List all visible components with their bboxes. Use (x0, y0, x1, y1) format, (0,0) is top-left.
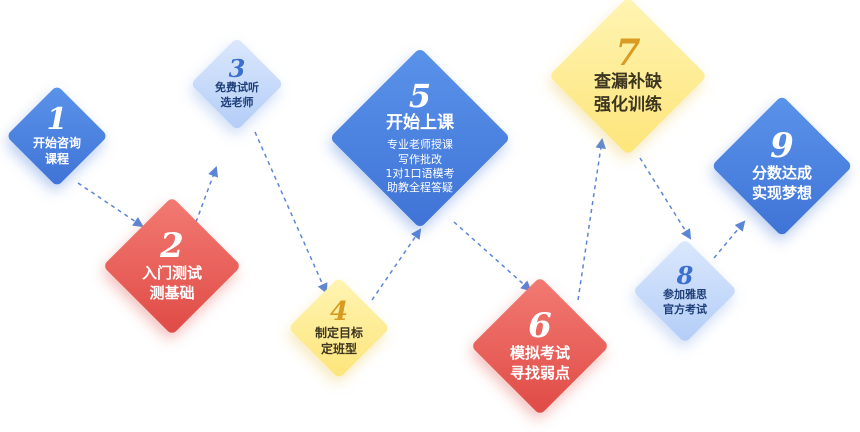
step-4-content: 4 制定目标 定班型 (315, 299, 363, 357)
step-2-content: 2 入门测试 测基础 (142, 229, 202, 304)
step-8-official-exam: 8 参加雅思 官方考试 (629, 235, 741, 347)
step-7-number: 7 (615, 32, 641, 75)
step-5-detail-line-1: 专业老师授课 (387, 138, 453, 152)
step-7-content: 7 查漏补缺 强化训练 (594, 35, 662, 117)
step-9-label-line-1: 分数达成 (751, 163, 812, 182)
step-4-label-line-2: 定班型 (320, 342, 357, 356)
step-8-label-line-1: 参加雅思 (663, 288, 707, 302)
step-7-label-line-1: 查漏补缺 (594, 72, 662, 93)
step-5-number: 5 (408, 77, 432, 116)
step-5-start-class: 5 开始上课 专业老师授课 写作批改 1对1口语模考 助教全程答疑 (325, 43, 515, 233)
step-2-label-line-1: 入门测试 (141, 263, 202, 282)
step-3-label-line-2: 选老师 (220, 96, 254, 109)
connector-2-to-3 (195, 166, 219, 223)
step-8-number: 8 (676, 261, 694, 291)
step-4-label-line-1: 制定目标 (314, 325, 363, 340)
connector-3-to-4 (254, 131, 328, 294)
step-9-content: 9 分数达成 实现梦想 (752, 129, 812, 204)
step-9-label-line-2: 实现梦想 (751, 184, 812, 202)
step-2-label-line-2: 测基础 (149, 284, 195, 302)
step-8-content: 8 参加雅思 官方考试 (663, 264, 707, 318)
step-1-label-line-2: 课程 (44, 152, 69, 166)
step-1-content: 1 开始咨询 课程 (32, 101, 81, 167)
step-1-consult: 1 开始咨询 课程 (2, 81, 112, 191)
step-6-number: 6 (528, 305, 552, 346)
step-5-detail-line-4: 助教全程答疑 (387, 181, 453, 195)
step-6-mock-exam: 6 模拟考试 寻找弱点 (465, 271, 615, 421)
step-6-label-line-2: 寻找弱点 (509, 364, 570, 382)
step-4-set-goal: 4 制定目标 定班型 (284, 273, 394, 383)
connector-7-to-8 (639, 157, 692, 240)
connector-1-to-2 (77, 182, 144, 228)
step-5-detail-line-2: 写作批改 (398, 152, 442, 166)
step-3-label-line-1: 免费试听 (215, 81, 259, 95)
connector-4-to-5 (371, 228, 422, 301)
step-3-content: 3 免费试听 选老师 (215, 57, 259, 111)
step-3-trial-class: 3 免费试听 选老师 (187, 34, 287, 134)
step-7-fill-gaps: 7 查漏补缺 强化训练 (544, 0, 712, 160)
step-9-number: 9 (770, 125, 794, 166)
step-9-achieve-goal: 9 分数达成 实现梦想 (707, 91, 857, 241)
step-2-number: 2 (160, 225, 184, 266)
step-3-number: 3 (228, 54, 246, 84)
step-2-entry-test: 2 入门测试 测基础 (97, 191, 247, 341)
step-7-label-line-2: 强化训练 (594, 95, 662, 115)
step-4-number: 4 (329, 296, 349, 327)
step-6-label-line-1: 模拟考试 (509, 343, 570, 362)
connector-6-to-7 (577, 137, 606, 301)
step-5-label-line-1: 开始上课 (386, 113, 454, 134)
step-5-detail-line-3: 1对1口语模考 (385, 166, 455, 180)
step-6-content: 6 模拟考试 寻找弱点 (510, 309, 570, 384)
step-1-label-line-1: 开始咨询 (32, 135, 81, 150)
step-5-content: 5 开始上课 专业老师授课 写作批改 1对1口语模考 助教全程答疑 (386, 80, 455, 195)
connector-5-to-6 (453, 221, 532, 292)
step-1-number: 1 (46, 101, 68, 137)
step-8-label-line-2: 官方考试 (663, 303, 707, 316)
